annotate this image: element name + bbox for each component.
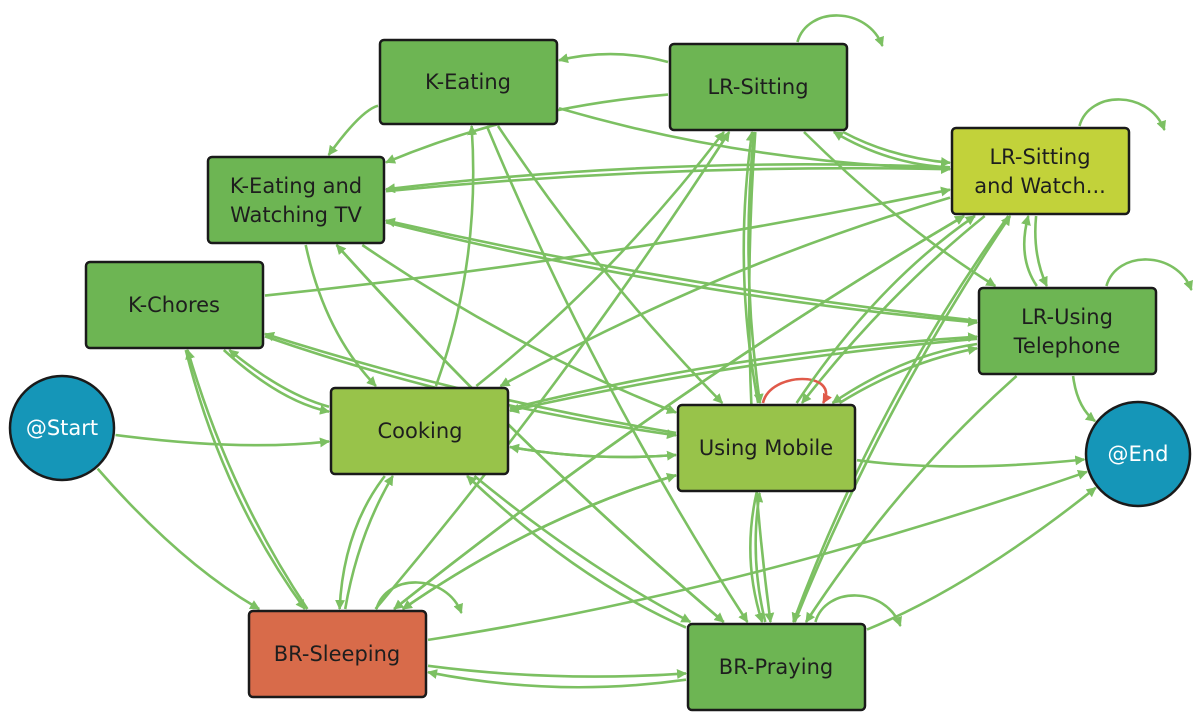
node-lr-sitting-watch[interactable]: LR-Sitting and Watch... — [950, 126, 1131, 216]
edge-k-eating-to-k-eating-tv — [327, 104, 379, 156]
edge-lr-sitting-watch-to-using-mobile — [800, 214, 986, 404]
edge-br-sleeping-to-k-chores — [185, 349, 309, 610]
node-lr-sitting-watch-label-1: LR-Sitting — [989, 145, 1090, 169]
edge-br-praying-to-cooking — [466, 475, 687, 629]
edge-k-eating-tv-to-using-mobile — [361, 243, 677, 414]
edge-using-mobile-to-using-mobile — [761, 377, 832, 404]
node-k-chores-box — [84, 260, 265, 350]
node-k-chores-label: K-Chores — [128, 293, 220, 317]
node-start-label: @Start — [26, 416, 98, 440]
edge-cooking-to-lr-telephone — [509, 332, 978, 410]
edge-start-to-br-sleeping — [96, 467, 261, 611]
edge-br-sleeping-to-end — [427, 470, 1088, 642]
node-k-chores[interactable]: K-Chores — [84, 260, 265, 350]
node-using-mobile[interactable]: Using Mobile — [676, 403, 857, 493]
node-end[interactable]: @End — [1084, 400, 1192, 508]
node-cooking-box — [329, 386, 510, 476]
node-br-praying-box — [686, 622, 867, 712]
edge-cooking-to-k-eating — [434, 125, 478, 387]
edge-k-eating-tv-to-lr-telephone — [385, 221, 978, 327]
edge-lr-telephone-to-cooking — [509, 337, 978, 414]
edge-lr-sitting-to-lr-sitting-watch — [842, 130, 951, 167]
edge-br-praying-to-br-sleeping — [427, 669, 687, 689]
edge-br-sleeping-to-using-mobile — [402, 473, 677, 611]
edge-k-chores-to-lr-sitting-watch — [264, 186, 951, 297]
node-k-eating-tv-label-1: K-Eating and — [230, 174, 362, 198]
edge-lr-sitting-watch-to-lr-telephone — [1034, 215, 1048, 287]
edge-br-sleeping-to-br-sleeping — [375, 581, 463, 614]
edge-br-praying-to-end — [866, 486, 1097, 631]
edge-lr-sitting-to-k-eating — [558, 52, 669, 64]
node-using-mobile-box — [676, 403, 857, 493]
edge-lr-telephone-to-lr-telephone — [1105, 258, 1193, 291]
edge-lr-telephone-to-br-praying — [804, 375, 1018, 623]
node-br-sleeping-box — [247, 609, 428, 699]
node-lr-sitting-watch-box — [950, 126, 1131, 216]
edge-br-praying-to-k-eating-tv — [335, 244, 725, 623]
nodes-layer: K-Eating LR-Sitting LR-Sitting and Watch… — [8, 38, 1192, 712]
node-k-eating-tv-label-2: Watching TV — [230, 203, 362, 227]
node-cooking-label: Cooking — [378, 419, 463, 443]
edge-using-mobile-to-cooking — [509, 443, 677, 459]
node-k-eating-tv-box — [206, 155, 386, 245]
node-lr-sitting-label: LR-Sitting — [707, 75, 808, 99]
node-lr-telephone-box — [977, 286, 1158, 376]
edge-using-mobile-to-br-sleeping — [401, 473, 677, 611]
node-lr-telephone-label-1: LR-Using — [1021, 305, 1113, 329]
edge-using-mobile-to-lr-telephone — [838, 345, 978, 405]
node-br-sleeping[interactable]: BR-Sleeping — [247, 609, 428, 699]
edge-cooking-to-lr-sitting — [475, 131, 725, 388]
node-end-circle — [1084, 400, 1192, 508]
edge-lr-sitting-watch-to-lr-sitting-watch — [1078, 98, 1166, 131]
edge-k-chores-to-cooking — [222, 349, 330, 415]
node-br-praying[interactable]: BR-Praying — [686, 622, 867, 712]
edge-br-sleeping-to-lr-sitting — [374, 131, 731, 610]
edge-cooking-to-br-praying — [473, 474, 692, 624]
node-start-circle — [8, 374, 116, 482]
node-end-label: @End — [1108, 442, 1169, 466]
edge-br-praying-to-using-mobile — [753, 492, 767, 623]
edge-k-eating-tv-to-cooking — [304, 244, 377, 387]
node-lr-sitting-watch-label-2: and Watch... — [974, 174, 1106, 198]
node-start[interactable]: @Start — [8, 374, 116, 482]
node-lr-sitting-box — [668, 42, 849, 132]
edge-br-praying-to-br-praying — [814, 594, 902, 627]
edge-lr-sitting-to-lr-sitting — [796, 14, 884, 47]
edge-lr-telephone-to-using-mobile — [831, 342, 978, 405]
edge-br-sleeping-to-br-praying — [427, 664, 687, 680]
edges-layer — [96, 14, 1193, 689]
node-k-eating-tv[interactable]: K-Eating and Watching TV — [206, 155, 386, 245]
edge-start-to-cooking — [115, 433, 330, 448]
edge-lr-telephone-to-k-eating-tv — [385, 217, 978, 323]
edge-k-eating-tv-to-lr-sitting-watch — [385, 164, 951, 193]
edge-k-eating-to-br-praying — [485, 125, 749, 623]
edge-using-mobile-to-lr-sitting-watch — [795, 214, 976, 404]
edge-lr-sitting-watch-to-br-praying — [791, 215, 1010, 623]
node-lr-telephone-label-2: Telephone — [1013, 334, 1121, 358]
edge-lr-sitting-watch-to-cooking — [499, 196, 951, 388]
node-lr-sitting[interactable]: LR-Sitting — [668, 42, 849, 132]
edge-k-chores-to-br-sleeping — [184, 349, 306, 610]
edge-lr-telephone-to-end — [1071, 375, 1096, 423]
node-br-praying-label: BR-Praying — [719, 655, 833, 679]
edge-lr-telephone-to-lr-sitting-watch — [1021, 215, 1038, 287]
node-cooking[interactable]: Cooking — [329, 386, 510, 476]
edge-br-praying-to-lr-sitting-watch — [793, 215, 1012, 623]
node-br-sleeping-label: BR-Sleeping — [274, 642, 401, 666]
edge-lr-sitting-to-br-praying — [747, 131, 775, 623]
node-k-eating[interactable]: K-Eating — [378, 38, 559, 126]
edge-br-sleeping-to-lr-sitting-watch — [393, 214, 965, 611]
edge-br-sleeping-to-cooking — [343, 475, 394, 610]
node-using-mobile-label: Using Mobile — [699, 436, 833, 460]
node-k-eating-box — [378, 38, 559, 126]
node-lr-telephone[interactable]: LR-Using Telephone — [977, 286, 1158, 376]
edge-cooking-to-br-sleeping — [335, 475, 386, 610]
edge-using-mobile-to-lr-sitting — [742, 131, 760, 404]
node-k-eating-label: K-Eating — [425, 70, 511, 94]
edge-lr-sitting-watch-to-k-eating-tv — [385, 163, 951, 194]
edge-cooking-to-k-chores — [228, 348, 330, 408]
edge-using-mobile-to-br-praying — [749, 492, 765, 623]
edge-using-mobile-to-end — [856, 455, 1086, 468]
